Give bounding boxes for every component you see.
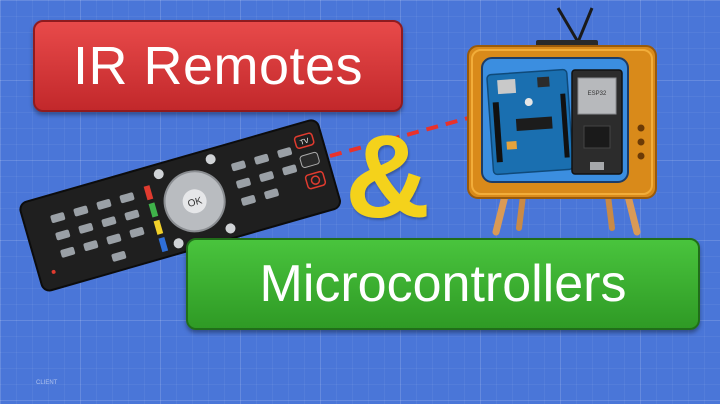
- remote-number-buttons: [50, 192, 145, 262]
- remote-power-button: [304, 170, 327, 190]
- remote-yellow-button: [153, 219, 164, 235]
- tv-leg-right: [624, 192, 641, 236]
- remote-tv-label: TV: [299, 137, 310, 146]
- esp32-board: ESP32: [571, 69, 623, 175]
- remote-mute-button: [299, 151, 320, 168]
- remote-blue-button: [158, 237, 169, 253]
- title-microcontrollers: Microcontrollers: [186, 238, 700, 330]
- tv-remote-control: OK TV: [19, 119, 341, 292]
- arduino-uno-board: [486, 68, 575, 176]
- remote-ok-button: [182, 189, 207, 214]
- corner-watermark-text: CLIENT: [36, 380, 58, 386]
- remote-menu-buttons: [231, 147, 297, 206]
- esp32-chip-label: ESP32: [588, 91, 607, 97]
- tv-antenna-right: [576, 7, 594, 43]
- remote-ok-label: OK: [187, 195, 204, 210]
- tv-leg-left: [492, 192, 509, 236]
- remote-green-button: [148, 202, 159, 218]
- remote-tv-button: [293, 132, 315, 150]
- ir-beam: [329, 110, 491, 158]
- tv-antenna-left: [556, 7, 580, 43]
- title-ir-remotes: IR Remotes: [33, 20, 403, 112]
- ampersand: &: [345, 111, 431, 243]
- retro-tv: ESP32: [467, 7, 657, 236]
- remote-ir-led: [51, 269, 56, 274]
- remote-red-button: [143, 185, 154, 201]
